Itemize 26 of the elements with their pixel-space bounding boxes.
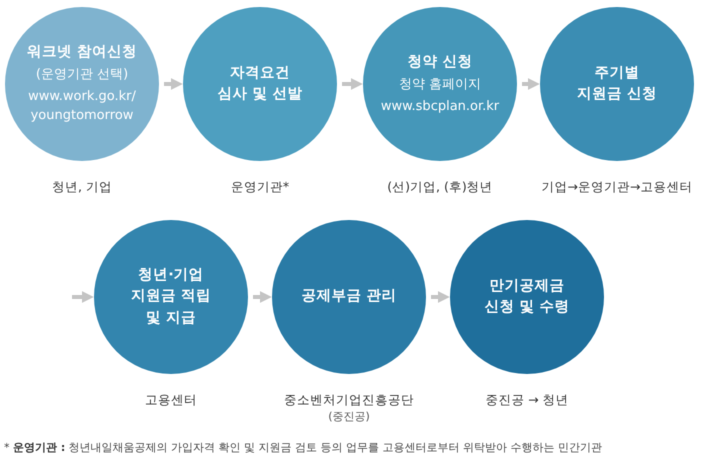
arrow <box>253 291 272 303</box>
actor-label: 중소벤처기업진흥공단 <box>283 392 415 409</box>
step-note: 청약 홈페이지 <box>398 76 482 94</box>
arrow <box>164 78 183 90</box>
arrow <box>72 291 94 303</box>
step-title: 만기공제금 신청 및 수령 <box>483 276 571 317</box>
step-title: 자격요건 심사 및 선발 <box>216 64 304 104</box>
actor-note: (중진공) <box>327 409 371 424</box>
actor-label: 중진공 → 청년 <box>484 392 570 409</box>
footnote: *운영기관 : 청년내일채움공제의 가입자격 확인 및 지원금 검토 등의 업무를 고용센터로부터 위탁받아 수행하는 민간기관 <box>4 440 602 455</box>
step-title: 청년·기업 지원금 적립 및 지급 <box>130 266 212 328</box>
step-title: 워크넷 참여신청 <box>26 43 138 62</box>
step-note: www.sbcplan.or.kr <box>380 98 500 116</box>
step-note: (운영기관 선택) <box>36 66 128 84</box>
step-title: 주기별 지원금 신청 <box>576 64 658 104</box>
step-title: 청약 신청 <box>407 52 473 72</box>
actor-label: 고용센터 <box>144 392 198 409</box>
actor-label: 기업→운영기관→고용센터 <box>540 179 694 196</box>
step-note: www.work.go.kr/ youngtomorrow <box>27 88 137 125</box>
actor-label: (선)기업, (후)청년 <box>386 179 494 196</box>
step-title: 공제부금 관리 <box>301 287 397 306</box>
actor-label: 청년, 기업 <box>51 179 113 196</box>
arrow <box>342 78 363 90</box>
arrow <box>522 78 540 90</box>
arrow <box>431 291 450 303</box>
actor-label: 운영기관* <box>230 179 290 196</box>
